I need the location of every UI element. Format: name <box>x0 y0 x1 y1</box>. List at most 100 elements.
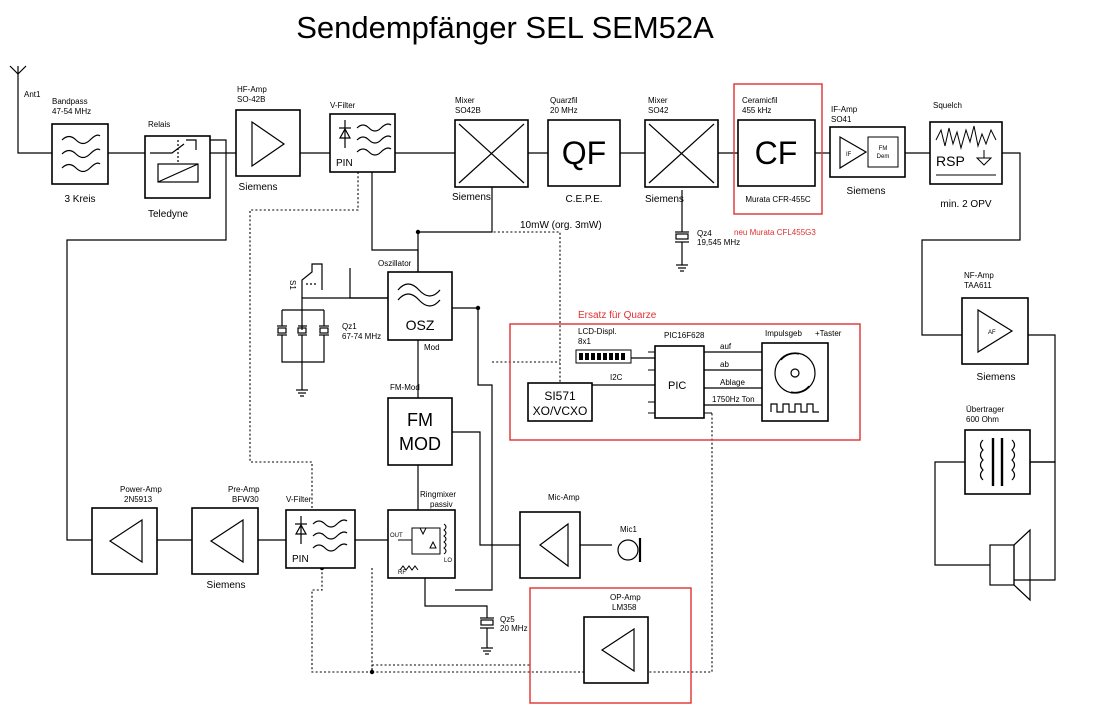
qz1-label: Qz1 <box>342 322 357 331</box>
preamp-top-label: Pre-Amp <box>228 485 260 494</box>
pin-diode-icon <box>294 516 348 552</box>
cf-sub-label: Murata CFR-455C <box>745 195 811 204</box>
poweramp-top-label: Power-Amp <box>120 485 162 494</box>
osz-block <box>387 271 453 341</box>
mixer2-top-label: Mixer <box>648 96 668 105</box>
hfamp-sub-label: Siemens <box>239 182 278 193</box>
pic-block <box>654 345 705 419</box>
preamp-sub-label: Siemens <box>207 580 246 591</box>
rotary-encoder-icon <box>770 352 819 413</box>
cf-new-part-note: neu Murata CFL455G3 <box>734 228 816 237</box>
impulsgeber-label: Impulsgeb <box>765 329 802 338</box>
mixer2-part-label: SO42 <box>648 106 669 115</box>
si571-text-1: SI571 <box>544 389 576 403</box>
cf-freq-label: 455 kHz <box>742 106 771 115</box>
opamp-triangle-icon <box>600 627 635 673</box>
trafo-top-label: Übertrager <box>966 405 1005 414</box>
if-text: IF <box>846 152 852 158</box>
relais-sub-label: Teledyne <box>148 209 188 220</box>
antenna-icon <box>9 65 27 90</box>
bandpass-top-label: Bandpass <box>52 97 88 106</box>
ifamp-top-label: IF-Amp <box>831 105 858 114</box>
crystal-qz5-icon <box>480 617 494 629</box>
ringmixer-rf-label: RF <box>398 570 406 576</box>
lcd-display-icon <box>575 349 632 364</box>
diagram-title: Sendempfänger SEL SEM52A <box>296 10 714 45</box>
pic-part-label: PIC16F628 <box>664 331 705 340</box>
ersatz-label: Ersatz für Quarze <box>578 310 657 321</box>
ringmixer-label-1: Ringmixer <box>420 490 456 499</box>
poweramp-part-label: 2N5913 <box>124 495 153 504</box>
mixer-cross-icon <box>648 123 715 184</box>
vfilter2-pin-label: PIN <box>292 554 309 565</box>
ringmixer-out-label: OUT <box>390 533 403 539</box>
poweramp-block <box>91 507 158 575</box>
hfamp-part-label: SO-42B <box>237 95 265 104</box>
osz-block-text: OSZ <box>406 317 435 333</box>
fm-dem-line2: Dem <box>877 154 890 160</box>
osz-top-label: Oszillator <box>378 259 412 268</box>
ring-diode-icon <box>398 523 447 571</box>
nfamp-block <box>961 297 1029 365</box>
crystal-qz4-icon <box>675 231 689 243</box>
micamp-block <box>519 511 581 579</box>
bandpass-filter-icon <box>61 134 101 173</box>
speaker-icon <box>989 528 1031 602</box>
fmmod-top-label: FM-Mod <box>390 383 420 392</box>
microphone-icon <box>617 538 642 562</box>
osz-mod-label: Mod <box>424 343 440 352</box>
ifamp-sub-label: Siemens <box>847 186 886 197</box>
vfilter2-top-label: V-Filter <box>286 495 312 504</box>
qz1-freq-label: 67-74 MHz <box>342 332 381 341</box>
opamp-top-label: OP-Amp <box>610 593 641 602</box>
bandpass-block <box>51 123 109 185</box>
qf-top-label: Quarzfil <box>550 96 578 105</box>
cf-block-text: CF <box>755 135 798 171</box>
ringmixer-lo-label: LO <box>444 558 452 564</box>
cf-block <box>737 119 816 187</box>
relais-top-label: Relais <box>148 120 170 129</box>
nfamp-sub-label: Siemens <box>977 372 1016 383</box>
nfamp-top-label: NF-Amp <box>964 271 994 280</box>
mic-label: Mic1 <box>620 525 637 534</box>
ringmixer-label-2: passiv <box>430 500 453 509</box>
relais-block <box>144 135 211 199</box>
poweramp-triangle-icon <box>108 518 143 564</box>
lcd-label-2: 8x1 <box>578 337 591 346</box>
ersatz-frame <box>509 323 861 441</box>
bandpass-sub-label: 3 Kreis <box>64 194 95 205</box>
nfamp-part-label: TAA611 <box>964 281 992 290</box>
vfilter1-pin-label: PIN <box>336 158 353 169</box>
nfamp-triangle-icon <box>977 308 1014 354</box>
trafo-block <box>964 429 1031 495</box>
pic-ab-label: ab <box>720 360 729 369</box>
cf-highlight-frame <box>733 83 823 215</box>
cf-top-label: Ceramicfil <box>742 96 778 105</box>
ringmixer-block <box>387 509 456 579</box>
preamp-triangle-icon <box>209 518 244 564</box>
pic-ablage-label: Ablage <box>720 378 745 387</box>
fmmod-text-1: FM <box>407 410 433 430</box>
trafo-part-label: 600 Ohm <box>966 415 999 424</box>
opamp-frame <box>529 587 692 704</box>
fm-dem-line1: FM <box>879 146 888 152</box>
relay-contact-icon <box>150 139 199 183</box>
squelch-ground-icon <box>936 150 996 176</box>
qf-block <box>547 119 621 187</box>
qf-freq-label: 20 MHz <box>550 106 578 115</box>
qz5-freq-label: 20 MHz <box>500 624 528 633</box>
fmmod-text-2: MOD <box>399 434 441 454</box>
si571-text-2: XO/VCXO <box>533 404 588 418</box>
rsp-text: RSP <box>936 153 965 169</box>
mixer1-part-label: SO42B <box>455 106 481 115</box>
opamp-block <box>583 616 649 684</box>
vfilter1-top-label: V-Filter <box>330 101 356 110</box>
mixer1-sub-label: Siemens <box>452 192 491 203</box>
hfamp-block <box>235 109 301 177</box>
ifamp-part-label: SO41 <box>831 115 852 124</box>
bandpass-freq-label: 47-54 MHz <box>52 107 91 116</box>
control-lines <box>249 172 713 673</box>
fmmod-block <box>387 397 453 466</box>
si571-block <box>527 382 593 422</box>
qz4-freq-label: 19,545 MHz <box>697 238 740 247</box>
